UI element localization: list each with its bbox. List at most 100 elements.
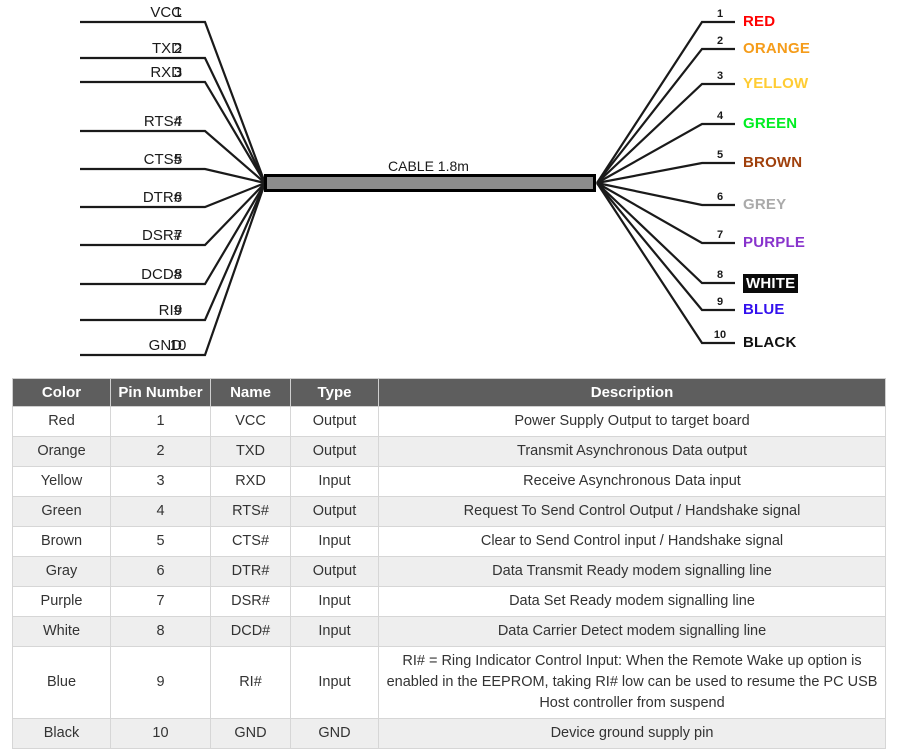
wire-color-label: BROWN	[743, 154, 803, 171]
cell-pin-number: 10	[110, 718, 211, 749]
wire-color-label: PURPLE	[743, 234, 806, 251]
left-pin-name: RI#	[158, 302, 182, 319]
cell-type: Input	[290, 586, 379, 618]
left-pin-name: GND	[148, 337, 182, 354]
cell-description: Device ground supply pin	[378, 718, 886, 749]
cell-name: DTR#	[210, 556, 291, 588]
header-name: Name	[210, 378, 291, 407]
cell-name: GND	[210, 718, 291, 749]
left-pin-name: CTS#	[143, 151, 182, 168]
cell-name: CTS#	[210, 526, 291, 558]
cell-description: Receive Asynchronous Data input	[378, 466, 886, 498]
left-pin-number: 9	[173, 302, 183, 319]
cell-color: Red	[12, 405, 111, 438]
wire-color-label: BLACK	[743, 334, 797, 351]
left-pin-number: 6	[173, 189, 183, 206]
cell-name: RTS#	[210, 496, 291, 528]
left-pin-number: 2	[173, 40, 183, 57]
left-pin-number: 4	[173, 113, 183, 130]
right-pin-number: 7	[716, 229, 724, 241]
table-header-row: Color Pin Number Name Type Description	[12, 378, 886, 407]
wire-color-label: BLUE	[743, 301, 785, 318]
right-pin-number: 5	[716, 149, 724, 161]
cell-description: Clear to Send Control input / Handshake …	[378, 526, 886, 558]
left-pin-number: 5	[173, 151, 183, 168]
cell-color: Gray	[12, 556, 111, 588]
cell-type: Input	[290, 646, 379, 720]
cable-caption: CABLE 1.8m	[388, 158, 469, 174]
cell-type: Output	[290, 436, 379, 468]
pinout-table: Color Pin Number Name Type Description R…	[12, 378, 886, 749]
cell-description: Request To Send Control Output / Handsha…	[378, 496, 886, 528]
cell-type: Input	[290, 526, 379, 558]
cell-pin-number: 4	[110, 496, 211, 528]
wire-color-label: RED	[743, 13, 776, 30]
header-type: Type	[290, 378, 379, 407]
cell-name: RXD	[210, 466, 291, 498]
cell-color: White	[12, 616, 111, 648]
header-description: Description	[378, 378, 886, 407]
cell-type: Output	[290, 405, 379, 438]
cell-name: TXD	[210, 436, 291, 468]
cell-pin-number: 8	[110, 616, 211, 648]
cell-type: Output	[290, 496, 379, 528]
cell-color: Yellow	[12, 466, 111, 498]
right-pin-number: 9	[716, 296, 724, 308]
header-pin-number: Pin Number	[110, 378, 211, 407]
cell-color: Orange	[12, 436, 111, 468]
pinout-wires	[80, 20, 735, 357]
left-pin-name: TXD	[152, 40, 182, 57]
cell-color: Brown	[12, 526, 111, 558]
cell-type: Output	[290, 556, 379, 588]
cell-type: Input	[290, 616, 379, 648]
cell-color: Blue	[12, 646, 111, 720]
left-pin-name: RXD	[150, 64, 182, 81]
right-pin-number: 10	[713, 329, 727, 341]
cell-pin-number: 9	[110, 646, 211, 720]
cell-name: DCD#	[210, 616, 291, 648]
cell-description: Power Supply Output to target board	[378, 405, 886, 438]
cell-type: Input	[290, 466, 379, 498]
cell-description: Transmit Asynchronous Data output	[378, 436, 886, 468]
cell-name: DSR#	[210, 586, 291, 618]
left-pin-number: 3	[173, 64, 183, 81]
cell-pin-number: 5	[110, 526, 211, 558]
cell-name: VCC	[210, 405, 291, 438]
cable-body	[264, 174, 596, 192]
left-pin-name: VCC	[150, 4, 182, 21]
cell-color: Green	[12, 496, 111, 528]
wire-color-label: WHITE	[743, 274, 799, 293]
wire-color-label: GREEN	[743, 115, 798, 132]
right-pin-number: 1	[716, 8, 724, 20]
cell-description: Data Carrier Detect modem signalling lin…	[378, 616, 886, 648]
cell-pin-number: 1	[110, 405, 211, 438]
wire-color-label: YELLOW	[743, 75, 809, 92]
right-pin-number: 4	[716, 110, 724, 122]
right-pin-number: 2	[716, 35, 724, 47]
cell-color: Purple	[12, 586, 111, 618]
left-pin-number: 1	[173, 4, 183, 21]
right-pin-number: 8	[716, 269, 724, 281]
header-color: Color	[12, 378, 111, 407]
left-pin-number: 8	[173, 266, 183, 283]
right-pin-number: 3	[716, 70, 724, 82]
wire-color-label: ORANGE	[743, 40, 811, 57]
left-pin-name: DCD#	[141, 266, 182, 283]
right-pin-number: 6	[716, 191, 724, 203]
cell-pin-number: 2	[110, 436, 211, 468]
cell-pin-number: 7	[110, 586, 211, 618]
cell-description: Data Transmit Ready modem signalling lin…	[378, 556, 886, 588]
left-pin-name: DSR#	[141, 227, 182, 244]
cell-color: Black	[12, 718, 111, 749]
cell-pin-number: 6	[110, 556, 211, 588]
